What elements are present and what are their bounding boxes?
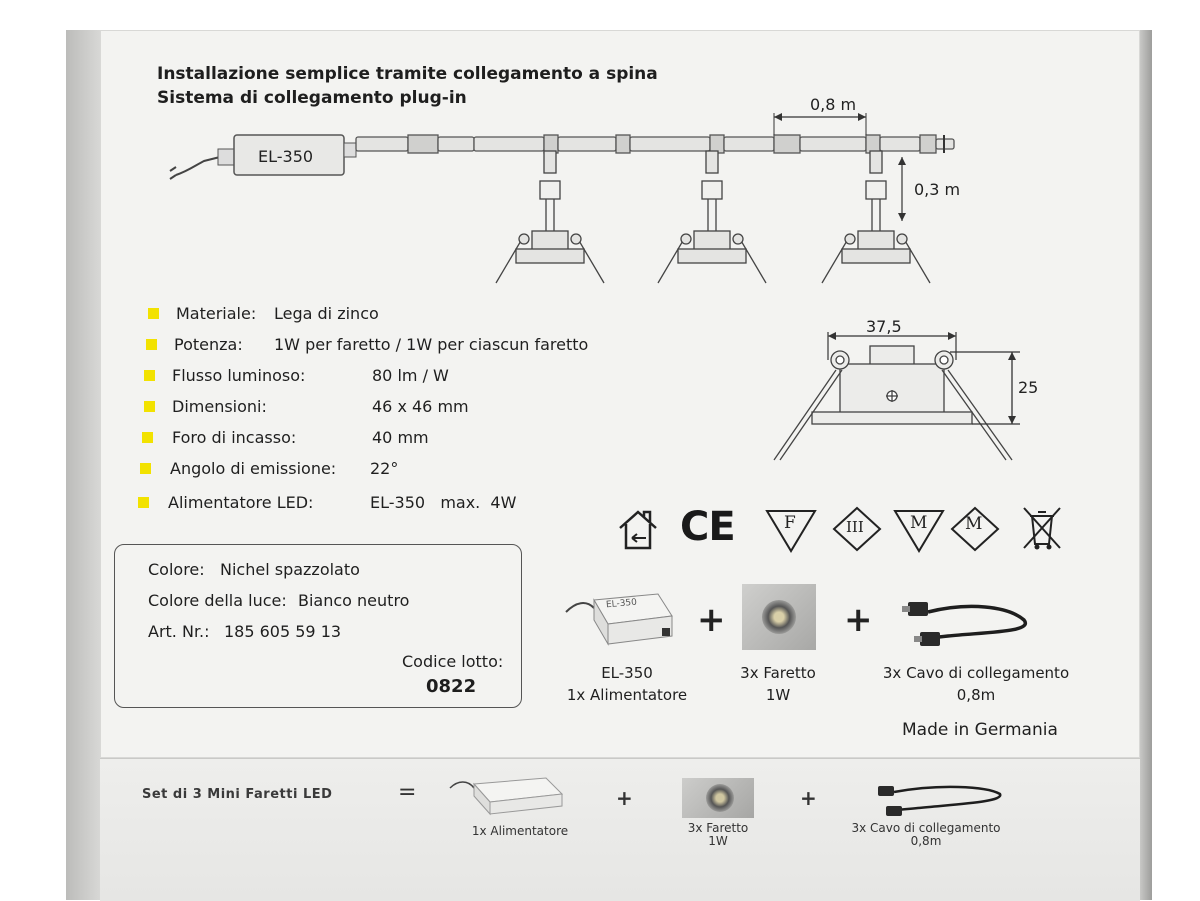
title-line-1: Installazione semplice tramite collegame… xyxy=(157,64,658,84)
lot-code-label: Codice lotto: xyxy=(402,652,504,671)
f-mark-icon xyxy=(765,510,817,553)
plus-sign: + xyxy=(697,600,726,640)
front-spot-label: 3x Faretto xyxy=(687,821,749,835)
weee-bin-icon xyxy=(1023,507,1061,550)
m-diamond-text: M xyxy=(965,514,983,534)
spec-label-alimentatore: Alimentatore LED: xyxy=(168,493,314,512)
spec-value-foro: 40 mm xyxy=(372,428,429,447)
spec-value-dimensioni: 46 x 46 mm xyxy=(372,397,469,416)
dimension-width-label: 37,5 xyxy=(866,317,902,336)
spec-label-angolo: Angolo di emissione: xyxy=(170,459,337,478)
color-label: Colore: xyxy=(148,560,205,579)
dimension-height-label: 25 xyxy=(1018,378,1039,397)
spec-bullet xyxy=(142,432,153,443)
m-triangle-text: M xyxy=(910,513,928,533)
plug-in-wiring-diagram xyxy=(169,113,955,284)
m-diamond-icon xyxy=(950,506,1000,552)
equals-sign: = xyxy=(398,780,417,805)
ce-mark-icon: CE xyxy=(680,504,736,550)
front-cable-image xyxy=(878,785,1002,816)
color-value: Nichel spazzolato xyxy=(220,560,360,579)
driver-label: EL-350 xyxy=(258,147,314,166)
spec-bullet xyxy=(144,401,155,412)
spec-label-materiale: Materiale: xyxy=(176,304,257,323)
made-in-label: Made in Germania xyxy=(902,720,1058,740)
spec-bullet xyxy=(138,497,149,508)
front-driver-label: 1x Alimentatore xyxy=(471,824,569,838)
article-number-value: 185 605 59 13 xyxy=(224,622,342,641)
dimension-drawing xyxy=(773,332,1020,461)
front-cable-label: 3x Cavo di collegamento xyxy=(851,821,1001,835)
spotlight-image xyxy=(742,584,816,650)
spec-label-flusso: Flusso luminoso: xyxy=(172,366,306,385)
spec-value-materiale: Lega di zinco xyxy=(274,304,379,323)
product-info-box xyxy=(114,544,522,708)
spec-label-potenza: Potenza: xyxy=(174,335,243,354)
front-plus-sign: + xyxy=(616,786,633,810)
front-plus-sign: + xyxy=(800,786,817,810)
front-spot-power: 1W xyxy=(708,834,728,848)
spec-bullet xyxy=(140,463,151,474)
indoor-house-icon xyxy=(619,510,657,550)
title-line-2: Sistema di collegamento plug-in xyxy=(157,88,467,108)
spec-bullet xyxy=(148,308,159,319)
light-color-value: Bianco neutro xyxy=(298,591,410,610)
spec-label-dimensioni: Dimensioni: xyxy=(172,397,267,416)
set-name: Set di 3 Mini Faretti LED xyxy=(142,787,333,802)
spec-value-potenza: 1W per faretto / 1W per ciascun faretto xyxy=(274,335,589,354)
class-iii-icon xyxy=(832,506,882,552)
spec-bullet xyxy=(146,339,157,350)
component-spot-name: 3x Faretto xyxy=(740,664,816,682)
component-cable-length: 0,8m xyxy=(956,686,996,704)
component-cable-name: 3x Cavo di collegamento xyxy=(882,664,1070,682)
lot-code-value: 0822 xyxy=(426,676,477,697)
front-spotlight-image xyxy=(682,778,754,818)
box-front-panel xyxy=(100,758,1140,901)
light-color-label: Colore della luce: xyxy=(148,591,287,610)
component-driver-qty: 1x Alimentatore xyxy=(566,686,688,704)
spec-value-flusso: 80 lm / W xyxy=(372,366,449,385)
spec-label-foro: Foro di incasso: xyxy=(172,428,297,447)
m-triangle-icon xyxy=(893,510,945,553)
article-number-label: Art. Nr.: xyxy=(148,622,210,641)
spec-value-alimentatore: EL-350 max. 4W xyxy=(370,493,517,512)
drop-length-label: 0,3 m xyxy=(914,180,961,199)
component-spot-power: 1W xyxy=(765,686,791,704)
box-left-side xyxy=(66,30,102,900)
spec-bullet xyxy=(144,370,155,381)
box-right-side xyxy=(1138,30,1152,900)
plus-sign: + xyxy=(844,600,873,640)
cable-length-label: 0,8 m xyxy=(810,95,857,114)
class-iii-text: III xyxy=(846,518,864,536)
front-cable-length: 0,8m xyxy=(910,834,942,848)
cable-image xyxy=(902,602,1028,646)
front-power-supply-image xyxy=(449,777,564,816)
component-driver-name: EL-350 xyxy=(601,664,653,682)
spec-value-angolo: 22° xyxy=(370,459,399,478)
power-supply-image xyxy=(565,593,673,646)
f-mark-text: F xyxy=(784,513,796,533)
